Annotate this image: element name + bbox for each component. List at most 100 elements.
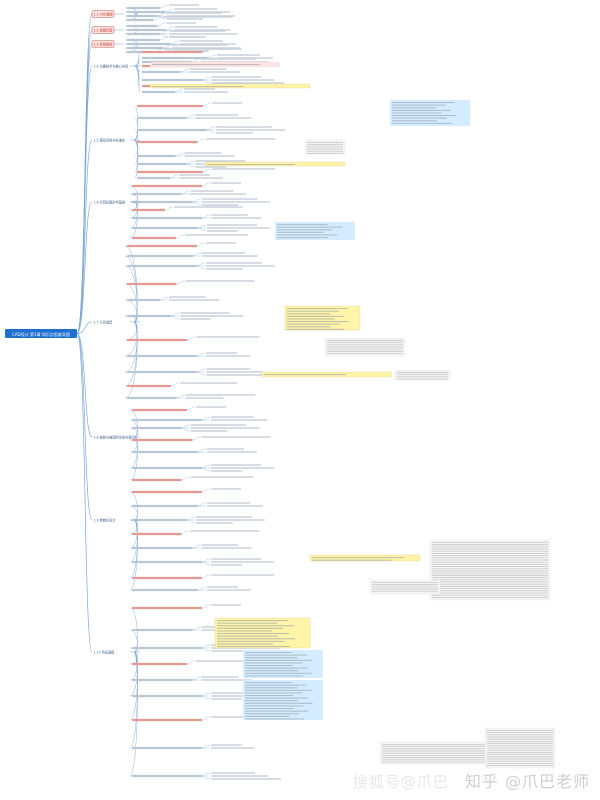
leaf-connector	[170, 382, 180, 387]
branch-node-box[interactable]	[92, 648, 130, 656]
branch-node-box[interactable]	[92, 318, 130, 326]
leaf-connector	[174, 88, 184, 93]
sub-topic-text	[132, 418, 202, 422]
leaf-connector	[201, 716, 211, 721]
leaf-text	[211, 48, 242, 50]
thumbnail-text-line	[432, 564, 548, 565]
leaf-connector	[170, 315, 180, 320]
leaf-text	[211, 650, 248, 652]
leaf-connector	[197, 224, 207, 229]
branch-node-label: 1.6 计算机图形学基础	[94, 199, 126, 204]
leaf-text	[211, 488, 241, 490]
branch-node[interactable]: 1.1 CAD概述	[91, 10, 124, 18]
thumbnail-text-line	[487, 741, 553, 742]
leaf-text	[190, 190, 234, 192]
leaf-connector	[206, 126, 216, 131]
box-text-line	[392, 117, 447, 119]
branch-node-label: 1.1 CAD概述	[94, 11, 114, 16]
sub-topic-text	[142, 78, 203, 82]
leaf-text	[201, 436, 271, 438]
leaf-text	[207, 451, 257, 453]
root-node-box[interactable]	[5, 329, 77, 338]
box-text-line	[245, 705, 304, 707]
branch-node-box[interactable]	[92, 516, 130, 524]
branch-node-box[interactable]	[92, 198, 130, 206]
leaf-connector	[201, 182, 211, 187]
leaf-connector	[175, 152, 184, 157]
leaf-text	[184, 152, 222, 154]
leaf-text	[196, 516, 252, 518]
leaf-text	[207, 505, 263, 507]
branch-node-box[interactable]	[92, 433, 130, 441]
branch-node[interactable]: 1.2 发展历程	[91, 26, 124, 34]
leaf-text	[206, 374, 276, 376]
box-text-line	[392, 104, 446, 106]
leaf-text	[195, 114, 239, 116]
leaf-text	[169, 296, 206, 298]
thumbnail-text-line	[432, 544, 548, 545]
branch-node[interactable]: 1.4 主要技术与核心内容	[92, 62, 140, 70]
leaf-connector	[201, 772, 211, 777]
sub-connector	[133, 129, 139, 141]
sub-topic-text	[132, 588, 198, 592]
box-text-line	[217, 620, 289, 622]
leaf-connector	[202, 76, 211, 81]
leaf-text	[180, 315, 243, 317]
leaf-text	[206, 371, 263, 373]
branch-node[interactable]: 1.10 特征建模	[92, 648, 140, 656]
box-text-line	[245, 695, 293, 697]
branch-node[interactable]: 1.8 曲线与曲面的生成与表示	[92, 433, 140, 441]
sub-topic-text	[132, 426, 182, 430]
branch-node[interactable]: 1.7 几何造型	[92, 318, 140, 326]
leaf-connector	[196, 262, 206, 267]
box-text-line	[245, 682, 293, 684]
branch-node-box[interactable]	[92, 62, 130, 70]
thumbnail-text-line	[382, 744, 488, 745]
leaf-text	[211, 217, 261, 219]
box-text-line	[392, 102, 456, 104]
leaf-connector	[201, 692, 211, 697]
box-text-line	[217, 630, 272, 632]
leaf-text	[185, 394, 256, 396]
root-node[interactable]: CAD设计 第1章 知识点思维导图	[5, 329, 77, 338]
leaf-connector	[202, 79, 211, 84]
leaf-connector	[201, 644, 211, 649]
sub-topic-text	[132, 504, 198, 508]
sub-topic-text	[127, 314, 171, 318]
leaf-text	[212, 168, 275, 170]
branch-node[interactable]: 1.5 图形系统与标准化	[92, 136, 140, 144]
leaf-text	[211, 76, 262, 78]
leaf-text	[211, 79, 275, 81]
leaf-connector	[201, 464, 211, 469]
sub-topic-text	[127, 32, 160, 36]
leaf-text	[185, 234, 248, 236]
sub-topic-text	[132, 184, 202, 188]
branch-node-box[interactable]	[92, 136, 130, 144]
leaf-connector	[207, 54, 217, 59]
leaf-connector	[187, 336, 196, 341]
branch-node[interactable]: 1.9 参数化设计	[92, 516, 140, 524]
embedded-image-thumbnail	[429, 539, 551, 601]
leaf-connector	[192, 201, 201, 206]
branch-node[interactable]: 1.6 计算机图形学基础	[92, 198, 140, 206]
thumbnail-text-line	[487, 747, 553, 749]
box-text-line	[287, 318, 335, 320]
leaf-text	[190, 430, 228, 432]
thumbnail-text-line	[372, 588, 438, 590]
thumbnail-text-line	[382, 761, 488, 763]
box-text-line	[245, 710, 309, 712]
box-text-line	[245, 702, 313, 704]
thumbnail-text-line	[432, 559, 548, 561]
leaf-connector	[186, 660, 196, 665]
thumbnail-text-line	[382, 752, 488, 754]
sub-topic-text	[132, 200, 193, 204]
thumbnail-text-line	[382, 748, 488, 750]
leaf-connector	[192, 198, 201, 203]
leaf-text	[211, 744, 242, 746]
thumbnail-text-line	[432, 586, 548, 587]
branch-node[interactable]: 1.3 系统组成	[91, 40, 124, 48]
sub-topic-text	[127, 38, 160, 42]
leaf-connector	[159, 296, 169, 301]
leaf-connector	[164, 206, 174, 211]
leaf-connector	[159, 4, 169, 9]
